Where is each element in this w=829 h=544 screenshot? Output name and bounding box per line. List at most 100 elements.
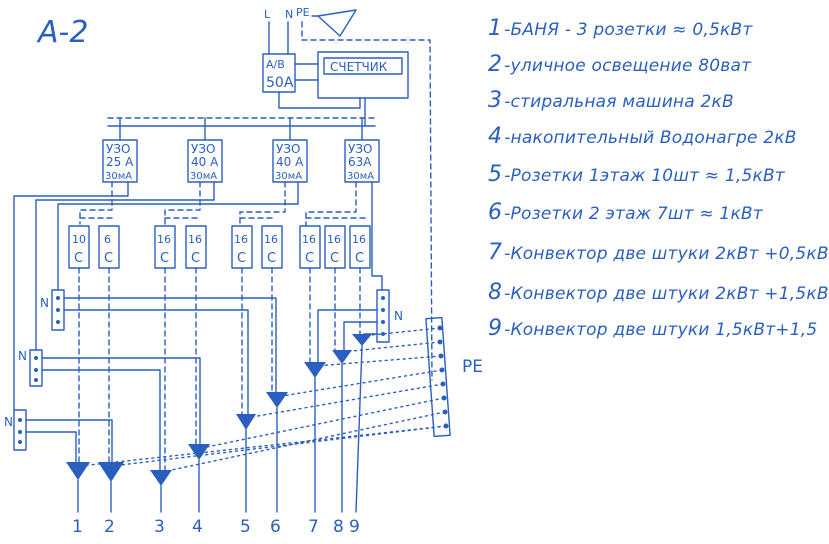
rcd-1-sensitivity: 30мА [105, 171, 132, 182]
output-2-label: 2 [104, 517, 115, 537]
breaker-8: 16 С [324, 225, 346, 269]
rcd4-out-n [371, 181, 383, 291]
output-3-label: 3 [154, 517, 165, 537]
output-9-terminal [352, 334, 372, 346]
output-numbers: 1 2 3 4 5 6 7 8 9 [72, 517, 360, 537]
rcd-1-type: УЗО [106, 142, 130, 156]
legend-item-5-text: -Розетки 1этаж 10шт ≈ 1,5кВт [504, 166, 785, 186]
main-breaker-type: А/В [266, 58, 285, 71]
rcd-1: УЗО 25 А 30мА [102, 139, 138, 183]
wiring-diagram: А-2 L N PE А/В 50А СЧЕТЧИК УЗО 25 А 30мА… [4, 6, 829, 537]
output-4-label: 4 [192, 517, 203, 537]
breaker-2: 6 С [98, 225, 120, 269]
n-bus-2-label: N [18, 349, 27, 363]
breaker-1-curve: С [74, 251, 83, 266]
breaker-9-curve: С [355, 251, 364, 266]
rcd1-out-n [13, 181, 129, 411]
legend-item-1-text: -БАНЯ - 3 розетки ≈ 0,5кВт [504, 20, 753, 40]
wire-meter-feed [278, 91, 361, 109]
rcd-3-sensitivity: 30мА [275, 171, 302, 182]
rcd-4-sensitivity: 30мА [347, 171, 374, 182]
rcd-1-rating: 25 А [106, 155, 134, 169]
output-5-label: 5 [240, 517, 251, 537]
breaker-7-curve: С [305, 251, 314, 266]
legend-item-4-number: 4 [488, 124, 503, 149]
rcd-2-rating: 40 А [191, 155, 219, 169]
breaker-3-curve: С [160, 251, 169, 266]
breaker-6: 16 С [261, 225, 283, 269]
output-4-terminal [188, 444, 210, 460]
n-bus-4-label: N [394, 309, 403, 323]
legend-item-7: 7-Конвектор две штуки 2кВт +0,5кВ [488, 240, 829, 265]
legend-item-8-text: -Конвектор две штуки 2кВт +1,5кВ [504, 284, 829, 304]
supply-label-l: L [264, 8, 271, 21]
phase-drops [78, 267, 361, 471]
rcd2-out-l [164, 181, 201, 227]
breaker-9-rating: 16 [352, 233, 366, 246]
output-9-label: 9 [349, 517, 360, 537]
wire-pe-main [301, 39, 433, 381]
legend-item-1-number: 1 [488, 16, 503, 41]
rcd-2-type: УЗО [191, 142, 215, 156]
pe-bus-label: PE [462, 357, 483, 377]
breaker-6-rating: 16 [264, 233, 278, 246]
output-5-terminal [236, 414, 256, 430]
meter-box [317, 51, 409, 99]
diagram-canvas: А-2 L N PE А/В 50А СЧЕТЧИК УЗО 25 А 30мА… [4, 6, 483, 537]
legend-item-2-number: 2 [488, 52, 503, 77]
legend-item-9: 9-Конвектор две штуки 1,5кВт+1,5 [488, 316, 817, 341]
rcd-2: УЗО 40 А 30мА [187, 139, 223, 183]
output-8-label: 8 [333, 517, 344, 537]
n-run-6 [63, 297, 277, 393]
legend-item-2: 2-уличное освещение 80ват [488, 52, 751, 77]
legend-item-3-number: 3 [488, 88, 503, 113]
n-run-5 [63, 309, 249, 415]
n-run-8 [343, 321, 378, 351]
legend-item-6: 6-Розетки 2 этаж 7шт ≈ 1кВт [488, 200, 763, 225]
legend-item-3-text: -стиральная машина 2кВ [504, 92, 734, 112]
breaker-3: 16 С [154, 225, 176, 269]
breaker-1: 10 С [68, 225, 90, 269]
meter-label: СЧЕТЧИК [330, 60, 388, 74]
breaker-4: 16 С [185, 225, 207, 269]
output-1-label: 1 [72, 517, 83, 537]
breaker-8-curve: С [330, 251, 339, 266]
output-leads [77, 345, 363, 513]
legend-item-6-text: -Розетки 2 этаж 7шт ≈ 1кВт [504, 204, 763, 224]
legend-item-5: 5-Розетки 1этаж 10шт ≈ 1,5кВт [488, 162, 785, 187]
legend-item-4-text: -накопительный Водонагре 2кВ [504, 128, 797, 148]
breaker-5-curve: С [237, 251, 246, 266]
n-bus-1: N [4, 409, 27, 451]
breaker-1-rating: 10 [72, 233, 86, 246]
output-2-terminal [98, 462, 124, 482]
output-1-terminal [66, 462, 90, 480]
breaker-2-curve: С [104, 251, 113, 266]
n-bus-2: N [18, 349, 43, 387]
diagram-title: А-2 [36, 15, 88, 50]
output-7-terminal [304, 362, 326, 378]
n-run-1 [25, 431, 77, 463]
supply-label-n: N [285, 8, 293, 21]
output-3-terminal [150, 470, 172, 486]
breaker-8-rating: 16 [327, 233, 341, 246]
supply-label-pe: PE [296, 6, 310, 19]
n-run-7 [317, 309, 378, 363]
n-run-3 [41, 369, 161, 471]
ground-triangle-icon [317, 9, 357, 37]
output-8-terminal [332, 350, 352, 364]
rcd-4: УЗО 63А 30мА [344, 139, 380, 183]
rcd-4-type: УЗО [348, 142, 372, 156]
breaker-4-rating: 16 [188, 233, 202, 246]
breaker-9: 16 С [349, 225, 371, 269]
pe-bus: PE [425, 316, 483, 438]
pe-runs [79, 327, 447, 473]
legend-item-6-number: 6 [488, 200, 503, 225]
rcd-3-rating: 40 А [276, 155, 304, 169]
legend-item-2-text: -уличное освещение 80ват [504, 56, 752, 76]
n-bus-3-label: N [40, 296, 49, 310]
n-bus-3: N [40, 289, 65, 331]
breaker-7: 16 С [299, 225, 321, 269]
n-bus-4: N [376, 289, 403, 343]
breaker-6-curve: С [267, 251, 276, 266]
rcd-3-type: УЗО [276, 142, 300, 156]
